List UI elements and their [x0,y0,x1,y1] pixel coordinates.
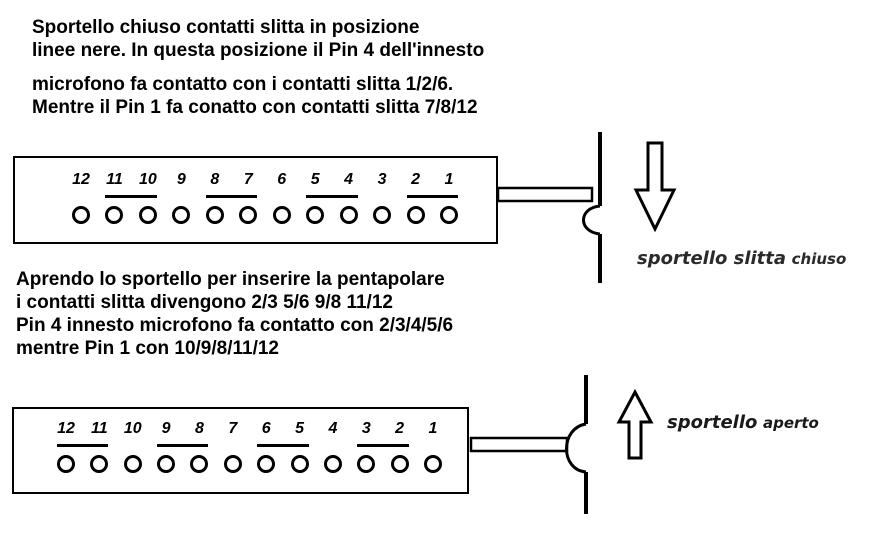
pin-label: 6 [277,171,287,188]
pin-label: 8 [195,420,204,437]
text-line: Sportello chiuso contatti slitta in posi… [32,17,420,38]
contact-bridge [306,195,358,198]
pin-label: 12 [72,171,90,188]
pin-label: 1 [444,171,454,188]
contact-hole [306,206,325,224]
contact-bridge [157,444,209,447]
contact-hole [257,455,276,473]
pin-label: 1 [428,420,438,437]
text-line: Aprendo lo sportello per inserire la pen… [16,269,445,290]
contact-hole [406,206,425,224]
contact-hole [323,455,342,473]
contact-hole [373,206,392,224]
contact-hole [272,206,291,224]
door-mechanism-closed [496,132,677,283]
text-line: mentre Pin 1 con 10/9/8/11/12 [16,338,279,359]
pin-label: 11 [91,420,108,437]
text-line: Mentre il Pin 1 fa conatto con contatti … [32,97,478,118]
contact-hole [72,206,90,224]
pin-label: 3 [361,420,371,437]
arrow-down-icon [633,141,677,233]
pin-label: 9 [176,171,186,188]
contact-hole [157,455,176,473]
pin-label: 3 [377,171,387,188]
contact-hole [339,206,358,224]
pin-label: 10 [123,420,142,437]
contact-hole [57,455,75,473]
plunger-rod [496,186,594,203]
contact-hole [190,455,209,473]
text-line: Pin 4 innesto microfono fa contatto con … [16,315,454,336]
plunger-rod [469,436,569,453]
pin-label: 2 [395,420,405,437]
caption-sub: chiuso [791,250,847,268]
door-closed-caption: sportello slitta chiuso [637,248,846,269]
slide-connector-closed [13,156,498,244]
contact-hole [239,206,258,224]
door-hook [582,204,601,236]
description-open-state: Aprendo lo sportello per inserire la pen… [16,268,453,360]
caption-sub: aperto [762,414,819,432]
contact-hole [357,455,376,473]
contact-bridge [205,195,258,198]
contact-bridge [257,444,309,447]
pin-label: 7 [243,171,253,188]
door-hook [565,422,587,474]
pin-label: 11 [106,171,123,188]
text-line: linee nere. In questa posizione il Pin 4… [32,40,485,61]
contact-hole [440,206,458,224]
contact-hole [390,455,409,473]
description-closed-state: Sportello chiuso contatti slitta in posi… [32,16,484,119]
contact-hole [290,455,309,473]
pin-label: 12 [57,420,75,437]
door-mechanism-open [469,375,654,514]
pin-label: 4 [328,420,338,437]
pin-label: 2 [411,171,420,188]
pin-label: 6 [261,420,271,437]
pin-label: 10 [139,171,157,188]
contact-bridge [57,444,109,447]
contact-hole [424,455,442,473]
contact-hole [205,206,224,224]
contact-hole [123,455,142,473]
contact-hole [90,455,109,473]
contact-bridge [406,195,458,198]
pin-label: 5 [310,171,320,188]
pin-label: 7 [228,420,238,437]
text-line: microfono fa contatto con i contatti sli… [32,74,454,95]
contact-hole [172,206,191,224]
text-line: i contatti slitta divengono 2/3 5/6 9/8 … [16,292,393,313]
caption-main: sportello [667,412,758,433]
contact-bridge [105,195,157,198]
contact-hole [223,455,242,473]
pin-label: 4 [344,171,354,188]
arrow-up-icon [616,388,654,460]
pin-label: 5 [295,420,304,437]
caption-main: sportello slitta [637,248,787,269]
contact-hole [105,206,124,224]
pin-label: 9 [161,420,171,437]
pin-label: 8 [210,171,220,188]
contact-hole [138,206,157,224]
contact-bridge [357,444,409,447]
slide-connector-open [12,407,469,494]
door-open-caption: sportello aperto [667,412,819,433]
